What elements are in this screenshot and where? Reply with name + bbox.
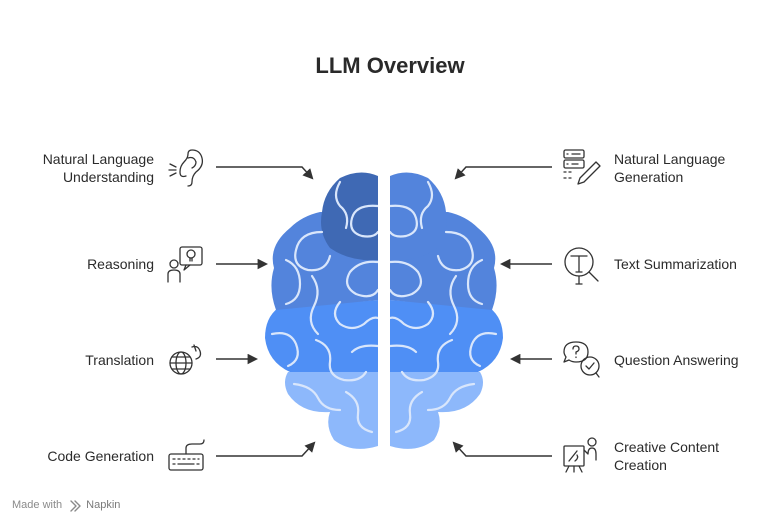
arrow-code-generation: [216, 441, 316, 457]
brain-right-lower-lobe: [390, 372, 483, 449]
label-question-answering: Question Answering: [614, 352, 739, 368]
arrow-understanding: [216, 166, 314, 180]
keyboard-icon: [168, 439, 205, 471]
globe-icon: [169, 344, 202, 375]
napkin-brand-text: Napkin: [86, 499, 121, 511]
label-translation: Translation: [85, 352, 154, 368]
footer-attribution: Made with Napkin: [12, 499, 120, 511]
brain-right-middle-lobe: [390, 300, 503, 372]
brain-right-top-lobe: [390, 172, 447, 261]
chat-bubbles-icon: [563, 341, 600, 378]
label-text-summarization: Text Summarization: [614, 256, 737, 272]
server-pencil-icon: [563, 149, 601, 185]
ear-icon: [168, 149, 204, 187]
brain-left-middle-lobe: [265, 300, 378, 372]
brain-left-top-lobe: [321, 172, 378, 261]
connectors: [216, 166, 552, 457]
easel-artist-icon: [563, 437, 597, 473]
made-with-text: Made with: [12, 499, 63, 511]
label-natural-language-understanding: Natural Language Understanding: [42, 151, 154, 185]
label-creative-content-creation: Creative Content Creation: [614, 439, 720, 473]
brain-right-hemisphere: [390, 172, 503, 449]
arrow-creative: [452, 441, 552, 457]
person-idea-icon: [167, 246, 203, 283]
arrow-generation: [454, 166, 552, 180]
napkin-logo-icon: [70, 500, 81, 512]
text-magnifier-icon: [564, 247, 599, 285]
label-reasoning: Reasoning: [87, 256, 154, 272]
page-title: LLM Overview: [315, 53, 465, 78]
label-natural-language-generation: Natural Language Generation: [614, 151, 726, 185]
brain-left-hemisphere: [265, 172, 378, 449]
label-code-generation: Code Generation: [47, 448, 154, 464]
brain-left-lower-lobe: [285, 372, 378, 449]
